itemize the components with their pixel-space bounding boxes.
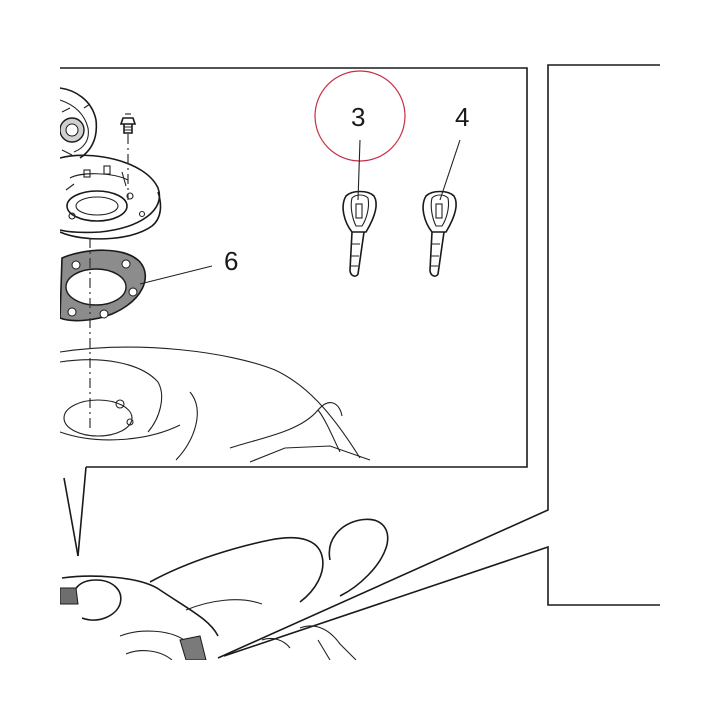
fuel-tank-outline [59,346,371,463]
fuel-cap-assembly [59,87,162,240]
callout-6: 6 [224,246,238,276]
key-3 [342,190,377,277]
screw [119,113,137,200]
leader-line-3 [357,139,361,201]
secondary-frame [217,64,660,659]
left-margin [0,0,60,720]
leader-line-4 [439,139,461,201]
callout-3: 3 [351,102,365,132]
highlight-circle [314,70,406,162]
gasket [59,249,146,322]
bottom-margin [0,660,720,720]
detail-frame [60,67,528,557]
key-4 [422,190,457,277]
leader-line-6 [139,265,213,285]
callout-4: 4 [455,102,469,132]
motorcycle-overview [59,518,389,661]
